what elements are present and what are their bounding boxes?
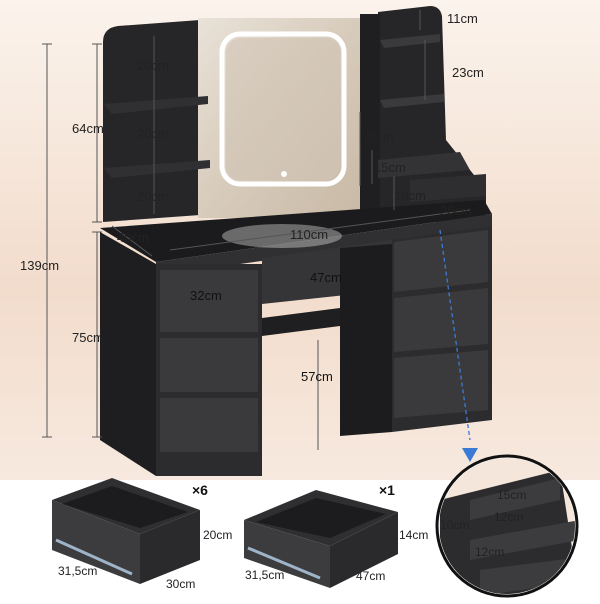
dim-side-drawer-width: 32cm (190, 288, 222, 303)
drawer-left-1 (160, 270, 258, 332)
dim-right-shelf-30: 30cm (362, 129, 394, 144)
drawer-right-2 (394, 288, 488, 352)
small-drawer-depth: 31,5cm (58, 564, 98, 578)
dim-desk-depth: 40cm (117, 230, 149, 245)
large-drawer-height: 14cm (399, 528, 429, 542)
drawer-left-3 (160, 398, 258, 452)
dim-hutch-height: 64cm (72, 121, 104, 136)
large-drawer-illustration (244, 490, 398, 588)
dimension-lines (42, 10, 471, 450)
dim-total-height: 139cm (20, 258, 60, 273)
dim-top-right-2: 23cm (452, 65, 484, 80)
dim-knee-height: 57cm (301, 369, 333, 384)
drawer-left-2 (160, 338, 258, 392)
dim-shelf-spacing-3: 20cm (137, 189, 169, 204)
right-cabinet-side (340, 244, 392, 436)
detail-d12b: 12cm (475, 545, 505, 559)
dim-desk-height: 75cm (72, 330, 104, 345)
dim-right-shelf-26: 26cm (440, 203, 472, 218)
detail-d15: 15cm (497, 488, 527, 502)
led-mirror (219, 31, 347, 187)
dim-right-shelf-15: 15cm (374, 160, 406, 175)
dim-shelf-spacing-2: 20cm (137, 126, 169, 141)
left-shelf-2 (104, 160, 210, 178)
dim-center-drawer-width: 47cm (310, 270, 342, 285)
dim-shelf-spacing-1: 20cm (137, 58, 169, 73)
drawer-right-3 (394, 350, 488, 418)
large-drawer-depth: 31,5cm (245, 568, 285, 582)
small-drawer-illustration (52, 478, 200, 584)
small-drawer-width: 30cm (166, 577, 196, 591)
dim-right-shelf-10: 10cm (394, 188, 426, 203)
detail-d10: 10cm (440, 518, 470, 532)
left-shelf-1 (104, 96, 208, 114)
detail-arrow (439, 229, 471, 441)
large-drawer-width: 47cm (356, 569, 386, 583)
dim-top-right-1: 11cm (447, 11, 478, 26)
large-drawer-quantity: ×1 (379, 482, 395, 498)
drawer-right-1 (394, 230, 488, 292)
small-drawer-height: 20cm (203, 528, 233, 542)
detail-d12a: 12cm (494, 510, 524, 524)
dim-desk-width: 110cm (290, 227, 329, 242)
left-cabinet-side (100, 232, 156, 476)
small-drawer-quantity: ×6 (192, 482, 208, 498)
